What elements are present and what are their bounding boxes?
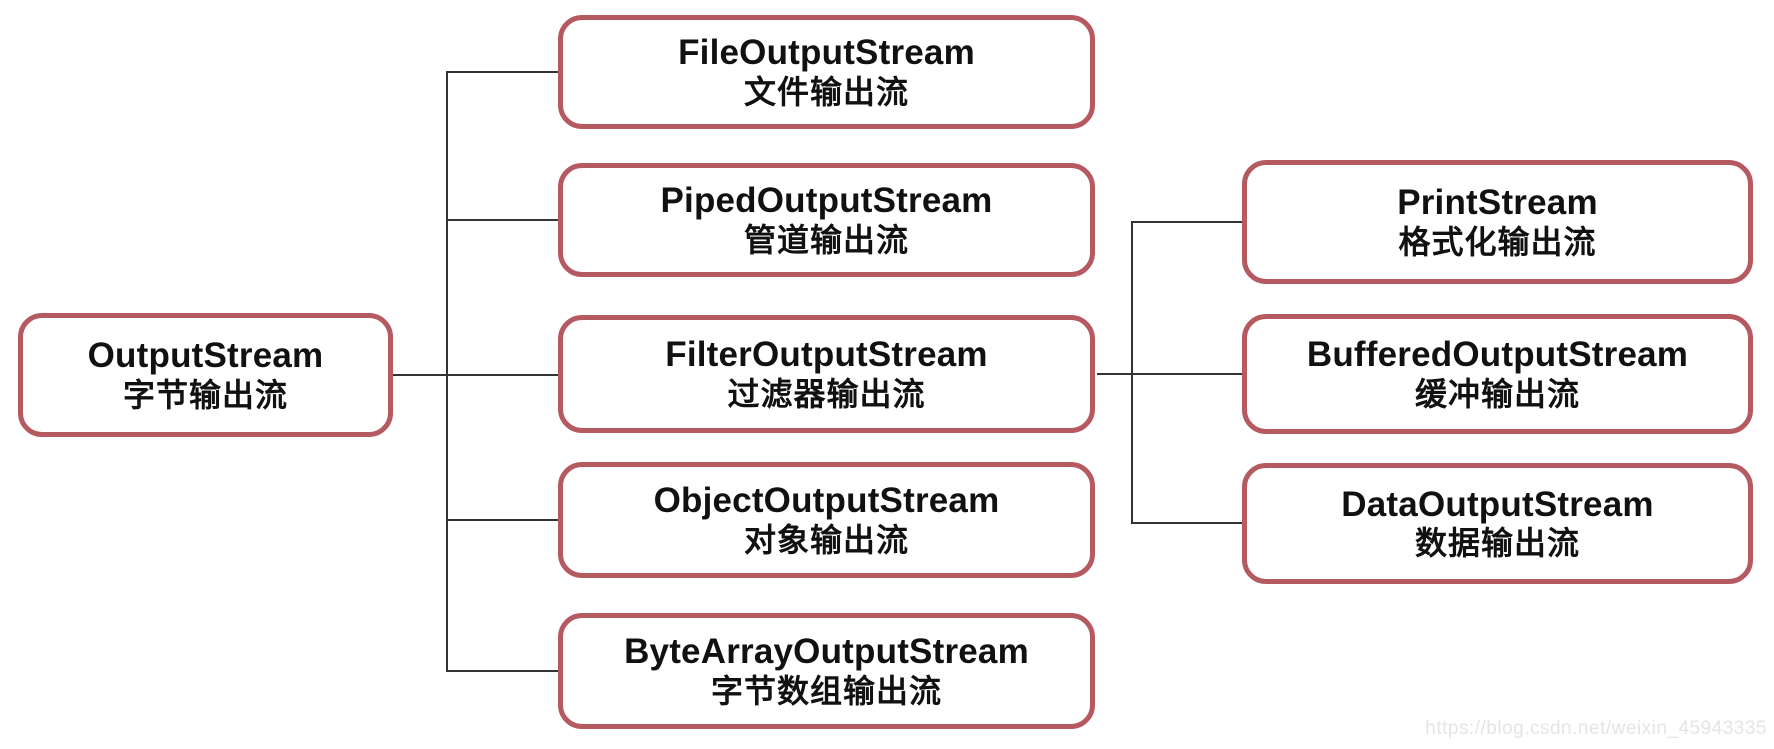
node-objectoutputstream-label-zh: 对象输出流 (743, 521, 909, 558)
node-fileoutputstream-name: FileOutputStream (678, 33, 975, 73)
node-objectoutputstream-name: ObjectOutputStream (653, 481, 1000, 521)
node-filteroutputstream-name: FilterOutputStream (665, 335, 988, 375)
connector-outputstream-to-trunk (393, 374, 558, 376)
node-objectoutputstream: ObjectOutputStream 对象输出流 (558, 462, 1095, 578)
left-trunk-line (446, 71, 448, 672)
node-pipedoutputstream-label-zh: 管道输出流 (743, 221, 909, 258)
node-bytearrayoutputstream-label-zh: 字节数组输出流 (710, 672, 942, 709)
node-bufferedoutputstream: BufferedOutputStream 缓冲输出流 (1242, 314, 1753, 434)
right-trunk-line (1131, 221, 1133, 524)
node-dataoutputstream-name: DataOutputStream (1341, 484, 1654, 524)
node-pipedoutputstream: PipedOutputStream 管道输出流 (558, 163, 1095, 277)
node-printstream: PrintStream 格式化输出流 (1242, 160, 1753, 284)
node-filteroutputstream: FilterOutputStream 过滤器输出流 (558, 315, 1095, 433)
connector-dataoutputstream (1131, 522, 1242, 524)
node-printstream-label-zh: 格式化输出流 (1398, 223, 1597, 260)
node-filteroutputstream-label-zh: 过滤器输出流 (727, 375, 926, 412)
node-outputstream-label-zh: 字节输出流 (122, 376, 288, 413)
csdn-watermark: https://blog.csdn.net/weixin_45943335 (1425, 718, 1767, 739)
node-dataoutputstream-label-zh: 数据输出流 (1414, 525, 1580, 562)
connector-printstream (1131, 221, 1242, 223)
node-bytearrayoutputstream-name: ByteArrayOutputStream (624, 632, 1029, 672)
node-bufferedoutputstream-label-zh: 缓冲输出流 (1414, 375, 1580, 412)
node-dataoutputstream: DataOutputStream 数据输出流 (1242, 463, 1753, 584)
node-bufferedoutputstream-name: BufferedOutputStream (1306, 335, 1689, 375)
node-outputstream-name: OutputStream (87, 336, 324, 376)
node-pipedoutputstream-name: PipedOutputStream (660, 181, 993, 221)
node-fileoutputstream-label-zh: 文件输出流 (743, 73, 909, 110)
node-fileoutputstream: FileOutputStream 文件输出流 (558, 15, 1095, 129)
connector-bytearrayoutputstream (446, 670, 558, 672)
connector-filter-to-trunk (1097, 373, 1242, 375)
node-printstream-name: PrintStream (1397, 183, 1598, 223)
node-bytearrayoutputstream: ByteArrayOutputStream 字节数组输出流 (558, 613, 1095, 729)
connector-objectoutputstream (446, 519, 558, 521)
connector-fileoutputstream (446, 71, 558, 73)
connector-pipedoutputstream (446, 219, 558, 221)
node-outputstream: OutputStream 字节输出流 (18, 313, 393, 437)
